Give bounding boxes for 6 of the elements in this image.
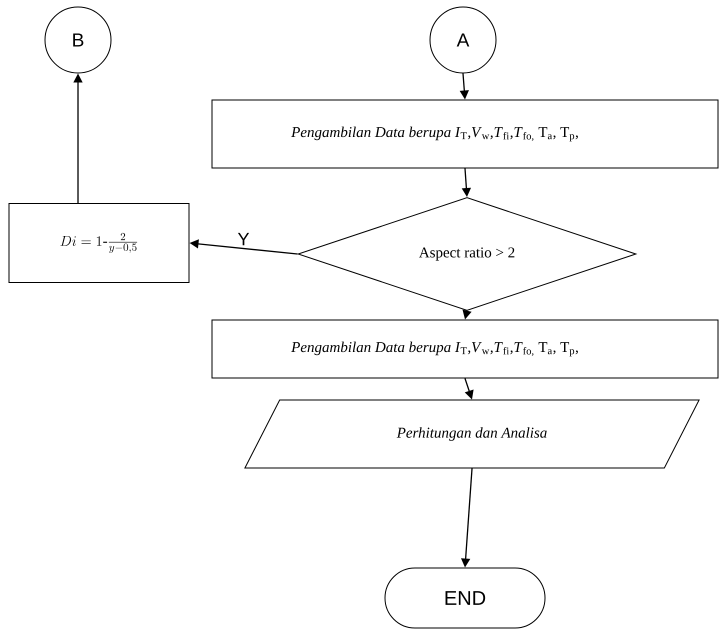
process-box: Pengambilan Data berupa I$_{T}$,V$_{w}$,T$_{fi}$,T$_{fo,}$ T$_{a}$, T$_{p}$, [212,100,718,168]
data-parallelogram: Perhitungan dan Analisa [244,400,700,468]
terminator-box: END [384,568,546,628]
edge-label: Y [238,232,250,246]
process-box: Pengambilan Data berupa I$_{T}$,V$_{w}$,T$_{fi}$,T$_{fo,}$ T$_{a}$, T$_{p}$, [212,320,718,378]
process-box: $Di = 1\text{-}\frac{2}{y-0{,}5}$ [8,203,190,283]
